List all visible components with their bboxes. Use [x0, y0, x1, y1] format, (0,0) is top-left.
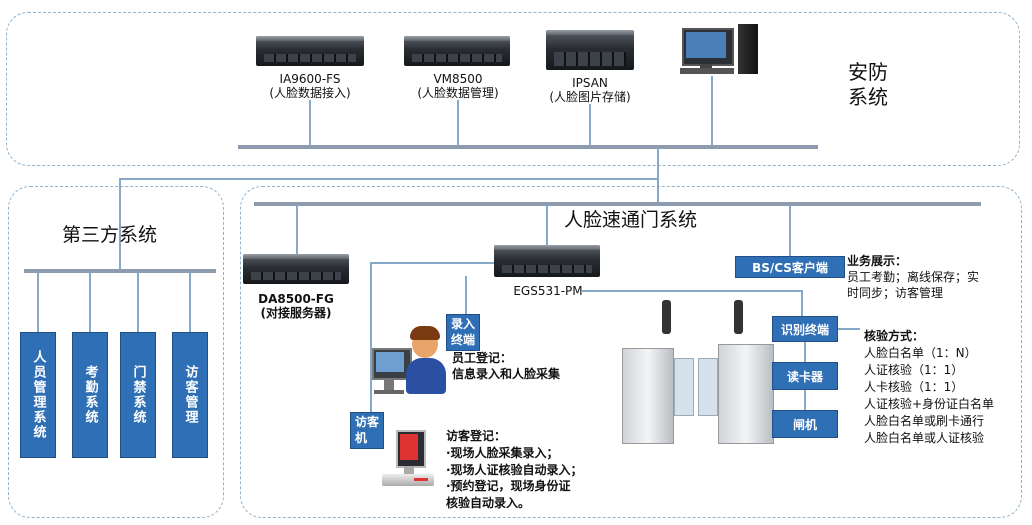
wire-vm8500 [457, 100, 459, 146]
ipsan-storage-icon [546, 30, 634, 70]
vm8500-label: VM8500 (人脸数据管理) [417, 72, 499, 101]
verification-methods: 核验方式： 人脸白名单（1：N） 人证核验（1：1） 人卡核验（1：1） 人证核… [864, 329, 995, 446]
ia9600-label: IA9600-FS (人脸数据接入) [269, 72, 351, 101]
business-display: 业务展示： 员工考勤；离线保存；实 时同步；访客管理 [847, 254, 980, 301]
wire-tp-3 [137, 272, 139, 332]
wire-ia9600 [309, 100, 311, 146]
wire-da8500 [296, 205, 298, 255]
ipsan-label: IPSAN (人脸图片存储) [549, 76, 631, 105]
egs531-server-icon [494, 245, 600, 277]
wire-bs-client [789, 205, 791, 257]
wire-egs-to-visitor-v [370, 262, 372, 414]
third-party-item-visitor: 访客管理 [172, 332, 208, 458]
card-reader-box: 读卡器 [772, 362, 838, 390]
security-bus [238, 145, 818, 149]
third-party-item-personnel: 人员管理系统 [20, 332, 56, 458]
da8500-label: DA8500-FG (对接服务器) [258, 292, 334, 321]
person-computer-icon [368, 326, 448, 406]
wire-egs-to-visitor-h [370, 262, 494, 264]
face-gate-zone [240, 186, 1022, 518]
wire-security-to-third-party-h [119, 178, 658, 180]
recognition-terminal-box: 识别终端 [772, 316, 838, 342]
visitor-machine-box: 访客 机 [350, 412, 385, 450]
desktop-computer-icon [680, 24, 762, 76]
enroll-terminal-box: 录入 终端 [446, 314, 481, 352]
third-party-item-access: 门禁系统 [120, 332, 156, 458]
wire-security-to-facegate [657, 148, 659, 202]
wire-tp-1 [37, 272, 39, 332]
wire-recognition-to-card [804, 340, 806, 362]
security-system-title: 安防 系统 [848, 60, 888, 109]
wire-tp-2 [89, 272, 91, 332]
da8500-server-icon [243, 254, 349, 284]
egs531-label: EGS531-PM [513, 284, 583, 298]
wire-desktop [711, 76, 713, 146]
ia9600-server-icon [256, 36, 364, 66]
third-party-title: 第三方系统 [62, 224, 158, 246]
face-gate-bus [254, 202, 981, 206]
wire-recognition-to-verify [836, 328, 860, 330]
wire-security-to-third-party-v [119, 178, 121, 270]
third-party-item-attendance: 考勤系统 [72, 332, 108, 458]
turnstile-gate-icon [618, 298, 778, 444]
face-gate-title: 人脸速通门系统 [564, 209, 698, 231]
wire-egs-to-recognition-v [801, 290, 803, 316]
wire-tp-4 [189, 272, 191, 332]
wire-ipsan [589, 104, 591, 146]
gate-box: 闸机 [772, 410, 838, 438]
wire-egs-to-recognition-h [582, 290, 802, 292]
bs-cs-client-box: BS/CS客户端 [735, 256, 845, 278]
visitor-registration: 访客登记： ·现场人脸采集录入； ·现场人证核验自动录入； ·预约登记，现场身份… [446, 429, 583, 511]
third-party-zone [8, 186, 224, 518]
wire-egs-to-enroll [465, 276, 467, 316]
visitor-kiosk-icon [378, 428, 438, 490]
employee-registration: 员工登记： 信息录入和人脸采集 [452, 351, 561, 382]
security-system-zone [6, 12, 1020, 166]
wire-card-to-gate [804, 388, 806, 410]
wire-egs531 [546, 205, 548, 245]
third-party-bus [24, 269, 216, 273]
vm8500-server-icon [404, 36, 510, 66]
